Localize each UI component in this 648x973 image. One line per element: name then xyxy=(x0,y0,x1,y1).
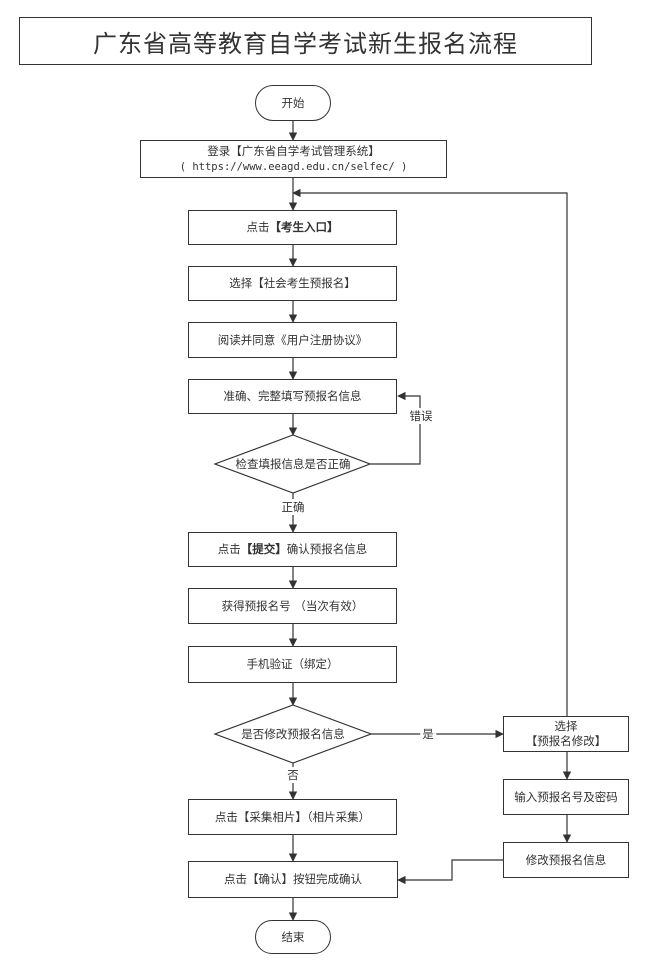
click-entry-prefix: 点击 xyxy=(246,220,270,235)
submit-prefix: 点击 xyxy=(217,542,241,557)
arrow-error-loop xyxy=(370,391,421,465)
submit-bold: 【提交】 xyxy=(240,542,287,557)
select-modify-node: 选择 【预报名修改】 xyxy=(503,716,629,752)
page-title: 广东省高等教育自学考试新生报名流程 xyxy=(19,17,592,65)
read-agree-label: 阅读并同意《用户注册协议》 xyxy=(217,332,368,347)
select-social-node: 选择【社会考生预报名】 xyxy=(188,266,397,301)
modify-info-label: 修改预报名信息 xyxy=(525,852,607,867)
confirm-label: 点击【确认】按钮完成确认 xyxy=(224,872,362,887)
end-label: 结束 xyxy=(281,929,305,944)
phone-verify-node: 手机验证（绑定） xyxy=(188,646,397,683)
input-number-node: 输入预报名号及密码 xyxy=(503,779,629,815)
phone-verify-label: 手机验证（绑定） xyxy=(246,657,339,672)
login-label: 登录【广东省自学考试管理系统】 xyxy=(207,144,380,159)
read-agree-node: 阅读并同意《用户注册协议》 xyxy=(188,322,397,358)
modify-info-node: 修改预报名信息 xyxy=(503,842,629,878)
wrong-edge-label: 错误 xyxy=(407,408,435,424)
arrow-modifyinfo-confirm xyxy=(397,859,503,885)
end-node: 结束 xyxy=(255,920,331,954)
confirm-node: 点击【确认】按钮完成确认 xyxy=(188,861,398,898)
submit-suffix: 确认预报名信息 xyxy=(286,542,368,557)
start-label: 开始 xyxy=(281,95,305,110)
arrow-modify-loop xyxy=(292,188,568,716)
modify-decision-shape xyxy=(213,704,373,764)
select-modify-line1: 选择 xyxy=(554,719,578,734)
select-social-label: 选择【社会考生预报名】 xyxy=(229,276,356,291)
click-entry-bold: 【考生入口】 xyxy=(269,220,339,235)
modify-question-label: 是否修改预报名信息 xyxy=(241,727,345,741)
no-edge-label: 否 xyxy=(285,767,301,783)
input-number-label: 输入预报名号及密码 xyxy=(514,789,618,804)
fill-info-label: 准确、完整填写预报名信息 xyxy=(223,389,362,404)
photo-node: 点击【采集相片】（相片采集） xyxy=(188,799,397,835)
get-number-label: 获得预报名号 （当次有效） xyxy=(221,598,364,613)
get-number-node: 获得预报名号 （当次有效） xyxy=(188,588,397,624)
check-info-label: 检查填报信息是否正确 xyxy=(235,457,351,471)
photo-label: 点击【采集相片】（相片采集） xyxy=(214,809,371,824)
check-decision-shape xyxy=(213,434,372,494)
correct-edge-label: 正确 xyxy=(279,499,307,515)
submit-node: 点击【提交】确认预报名信息 xyxy=(188,532,397,567)
fill-info-node: 准确、完整填写预报名信息 xyxy=(188,379,397,414)
login-node: 登录【广东省自学考试管理系统】 ( https://www.eeagd.edu.… xyxy=(140,140,447,178)
click-entry-node: 点击【考生入口】 xyxy=(188,210,397,245)
login-url: ( https://www.eeagd.edu.cn/selfec/ ) xyxy=(179,160,408,173)
select-modify-line2: 【预报名修改】 xyxy=(525,734,607,748)
yes-edge-label: 是 xyxy=(420,726,436,742)
start-node: 开始 xyxy=(255,85,331,121)
